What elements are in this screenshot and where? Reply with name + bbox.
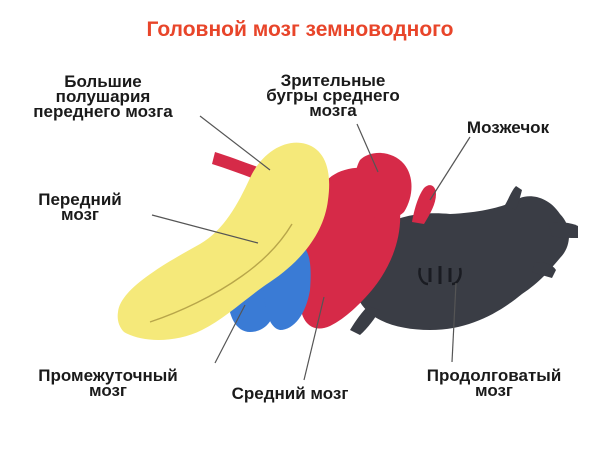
label-forebrain: Передний мозг bbox=[38, 190, 122, 224]
medulla-shape bbox=[350, 186, 578, 335]
label-diencephalon: Промежуточный мозг bbox=[38, 366, 178, 400]
label-medulla: Продолговатый мозг bbox=[426, 366, 562, 400]
label-midbrain: Средний мозг bbox=[231, 384, 349, 403]
label-cerebellum: Мозжечок bbox=[466, 118, 550, 137]
leader-lines bbox=[151, 115, 471, 381]
cerebellum-shape bbox=[412, 185, 436, 224]
label-optic-lobes: Зрительные бугры среднего мозга bbox=[266, 71, 400, 120]
diagram-title: Головной мозг земноводного bbox=[146, 18, 454, 41]
label-hemispheres: Большие полушария переднего мозга bbox=[33, 72, 173, 121]
forebrain-shape bbox=[117, 142, 330, 340]
